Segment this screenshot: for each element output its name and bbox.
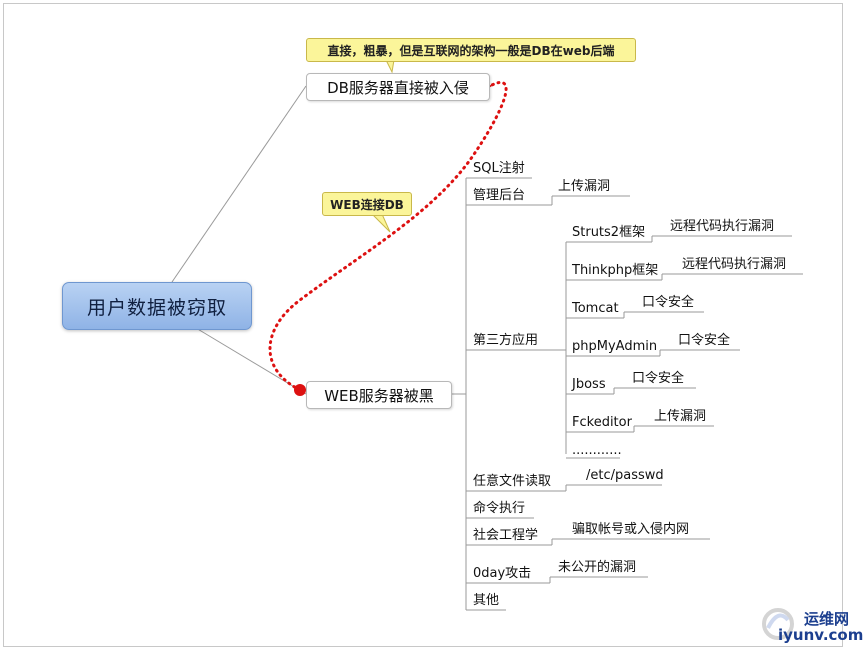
app-issue[interactable]: 远程代码执行漏洞: [682, 257, 787, 272]
root-node-label: 用户数据被窃取: [86, 296, 227, 319]
node-social[interactable]: 社会工程学: [473, 528, 539, 543]
app-name[interactable]: Tomcat: [572, 301, 619, 316]
app-name[interactable]: Jboss: [572, 377, 606, 392]
node-admin[interactable]: 管理后台: [473, 188, 526, 203]
app-issue[interactable]: 口令安全: [632, 371, 685, 386]
web-to-db-link: [268, 80, 508, 392]
node-file-read[interactable]: 任意文件读取: [473, 474, 552, 489]
connector-root-db: [171, 85, 307, 283]
db-server-node[interactable]: DB服务器直接被入侵: [306, 73, 490, 101]
app-name[interactable]: Thinkphp框架: [572, 263, 659, 278]
node-cmd[interactable]: 命令执行: [473, 501, 526, 516]
app-issue[interactable]: 口令安全: [642, 295, 695, 310]
db-note-text: 直接，粗暴，但是互联网的架构一般是DB在web后端: [327, 43, 615, 58]
node-admin-child[interactable]: 上传漏洞: [558, 179, 611, 194]
app-name[interactable]: Struts2框架: [572, 225, 646, 240]
db-server-label: DB服务器直接被入侵: [327, 78, 469, 97]
node-file-read-child[interactable]: /etc/passwd: [586, 468, 664, 483]
app-issue[interactable]: 口令安全: [678, 333, 731, 348]
web-link-callout[interactable]: WEB连接DB: [322, 192, 412, 216]
link-start-dot: [294, 384, 306, 396]
app-issue[interactable]: 远程代码执行漏洞: [670, 219, 775, 234]
app-name[interactable]: Fckeditor: [572, 415, 632, 430]
watermark-logo: [758, 600, 862, 644]
web-server-node[interactable]: WEB服务器被黑: [306, 381, 452, 409]
root-node[interactable]: 用户数据被窃取: [62, 282, 252, 330]
app-name[interactable]: phpMyAdmin: [572, 339, 658, 354]
watermark-line2: iyunv.com: [778, 626, 864, 644]
watermark-line1: 运维网: [804, 610, 850, 628]
node-sql[interactable]: SQL注射: [473, 161, 525, 176]
web-server-label: WEB服务器被黑: [324, 386, 434, 405]
app-issue[interactable]: 上传漏洞: [654, 409, 707, 424]
callout-web-pointer: [370, 213, 391, 233]
node-social-child[interactable]: 骗取帐号或入侵内网: [572, 522, 690, 537]
node-other[interactable]: 其他: [473, 593, 500, 608]
node-third-party[interactable]: 第三方应用: [473, 333, 539, 348]
node-zeroday[interactable]: 0day攻击: [473, 566, 532, 581]
apps-more[interactable]: ............: [572, 443, 622, 458]
node-zeroday-child[interactable]: 未公开的漏洞: [558, 560, 637, 575]
web-link-text: WEB连接DB: [330, 197, 404, 212]
db-note-callout[interactable]: 直接，粗暴，但是互联网的架构一般是DB在web后端: [306, 38, 636, 62]
